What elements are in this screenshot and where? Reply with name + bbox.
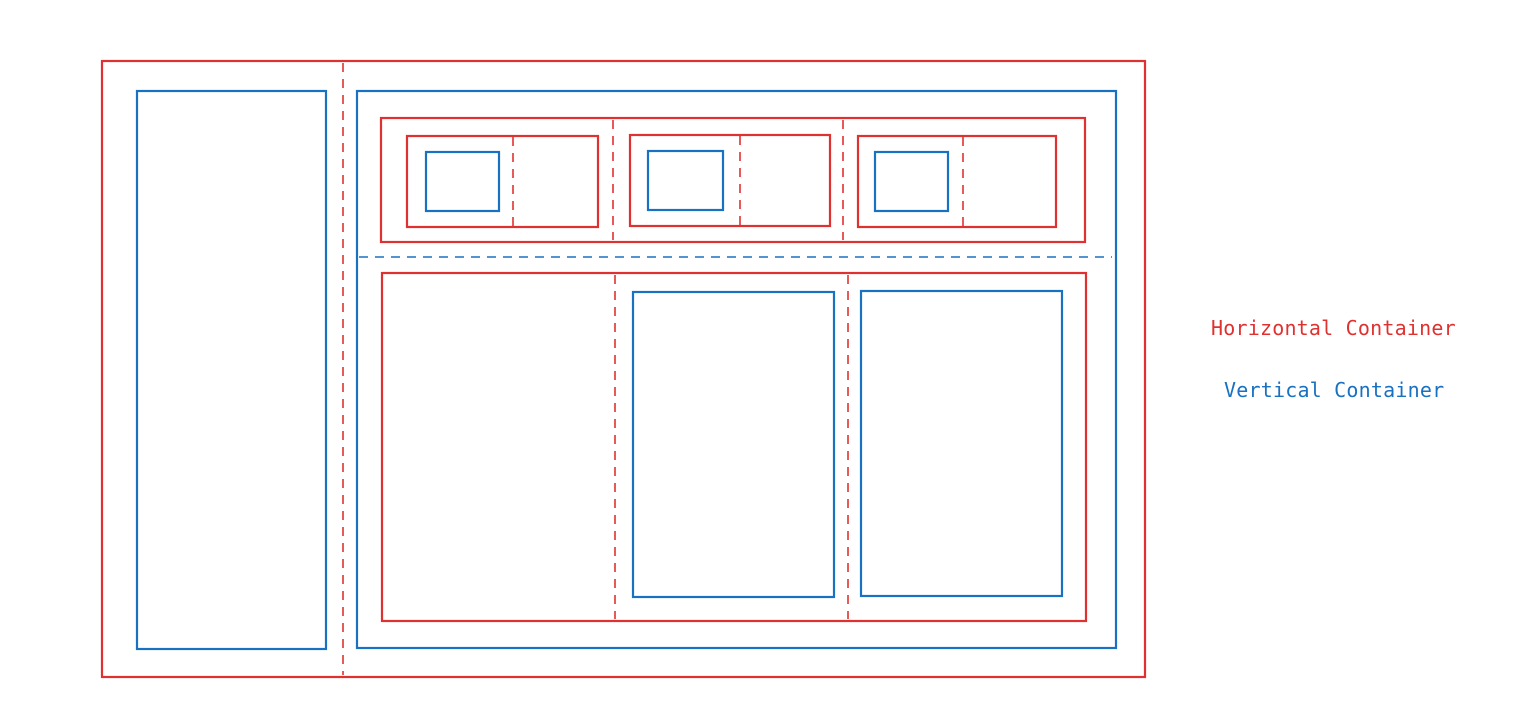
top-horizontal-container: [379, 116, 1087, 244]
bottom-panel-3-vertical-container: [859, 289, 1064, 598]
outer-horizontal-container: [100, 59, 1147, 679]
card-3-image-box: [873, 150, 950, 213]
bottom-horizontal-container: [380, 271, 1088, 623]
legend-vertical-container-label: Vertical Container: [1224, 378, 1445, 402]
legend-horizontal-container-label: Horizontal Container: [1211, 316, 1456, 340]
card-2-image-box: [646, 149, 725, 212]
main-vertical-container: [355, 89, 1118, 650]
card-3-horizontal-container: [856, 134, 1058, 229]
card-2-horizontal-container: [628, 133, 832, 228]
card-1-horizontal-container: [405, 134, 600, 229]
card-1-image-box: [424, 150, 501, 213]
bottom-panel-2-vertical-container: [631, 290, 836, 599]
sidebar-vertical-container: [135, 89, 328, 651]
